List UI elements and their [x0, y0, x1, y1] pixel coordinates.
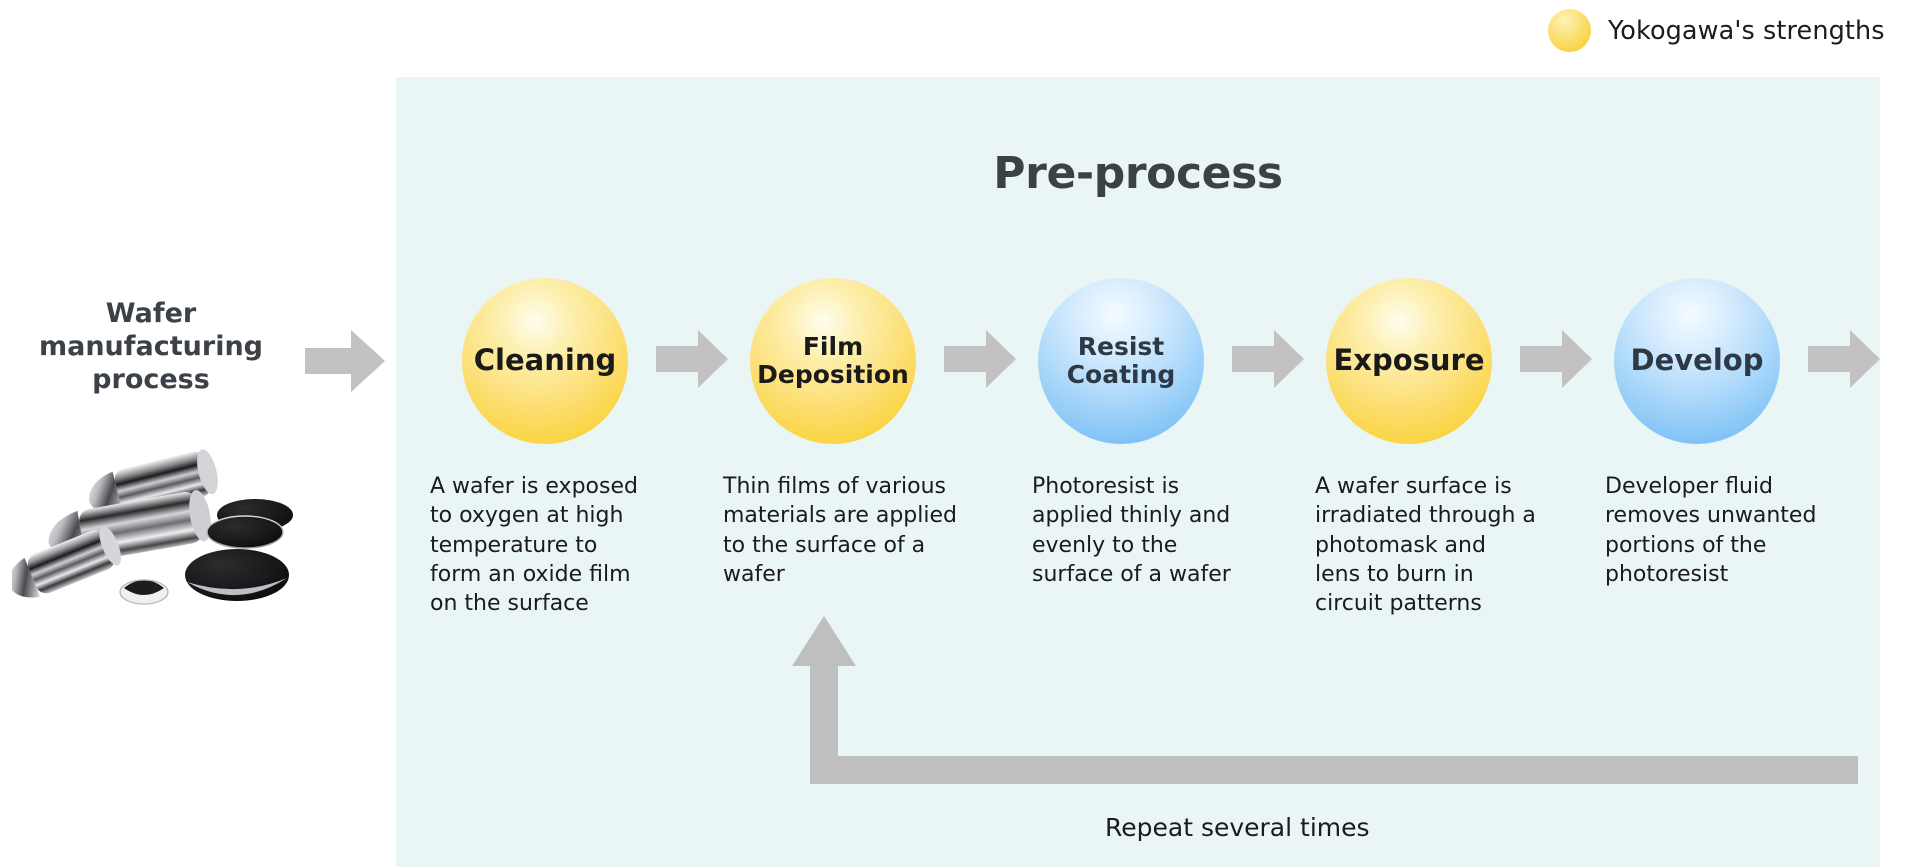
step-node-film-deposition[interactable]: Film Deposition	[750, 278, 916, 444]
step-node-cleaning[interactable]: Cleaning	[462, 278, 628, 444]
node-circle	[462, 278, 628, 444]
step-node-exposure[interactable]: Exposure	[1326, 278, 1492, 444]
page-title: Pre-process	[993, 148, 1283, 199]
flow-arrow-2	[944, 330, 1016, 388]
repeat-loop-arrow	[790, 612, 1870, 792]
legend-label: Yokogawa's strengths	[1608, 15, 1885, 46]
wafer-manufacturing-title: Wafer manufacturing process	[38, 298, 263, 395]
step-label: Exposure	[1333, 343, 1485, 378]
yellow-circle-icon	[1548, 9, 1591, 52]
pre-process-panel	[396, 77, 1880, 867]
step-node-resist-coating[interactable]: Resist Coating	[1038, 278, 1204, 444]
repeat-loop-caption: Repeat several times	[1105, 813, 1370, 842]
step-label: Develop	[1630, 343, 1764, 378]
legend: Yokogawa's strengths	[1548, 9, 1885, 52]
step-label: Film Deposition	[757, 331, 909, 389]
step-label: Cleaning	[473, 343, 617, 378]
step-description-resist-coating: Photoresist is applied thinly and evenly…	[1032, 474, 1231, 587]
step-label: Resist Coating	[1066, 331, 1176, 389]
step-description-exposure: A wafer surface is irradiated through a …	[1315, 474, 1536, 616]
step-description-film-deposition: Thin films of various materials are appl…	[723, 474, 957, 587]
step-node-develop[interactable]: Develop	[1614, 278, 1780, 444]
node-circle	[750, 278, 916, 444]
silicon-ingot-photo	[12, 440, 322, 620]
step-description-develop: Developer fluid removes unwanted portion…	[1605, 474, 1817, 587]
flow-arrow-1	[656, 330, 728, 388]
flow-arrow-entry	[305, 330, 385, 392]
flow-arrow-exit	[1808, 330, 1880, 388]
flow-arrow-4	[1520, 330, 1592, 388]
node-circle	[1038, 278, 1204, 444]
node-circle	[1614, 278, 1780, 444]
flow-arrow-3	[1232, 330, 1304, 388]
step-description-cleaning: A wafer is exposed to oxygen at high tem…	[430, 474, 638, 616]
node-circle	[1326, 278, 1492, 444]
